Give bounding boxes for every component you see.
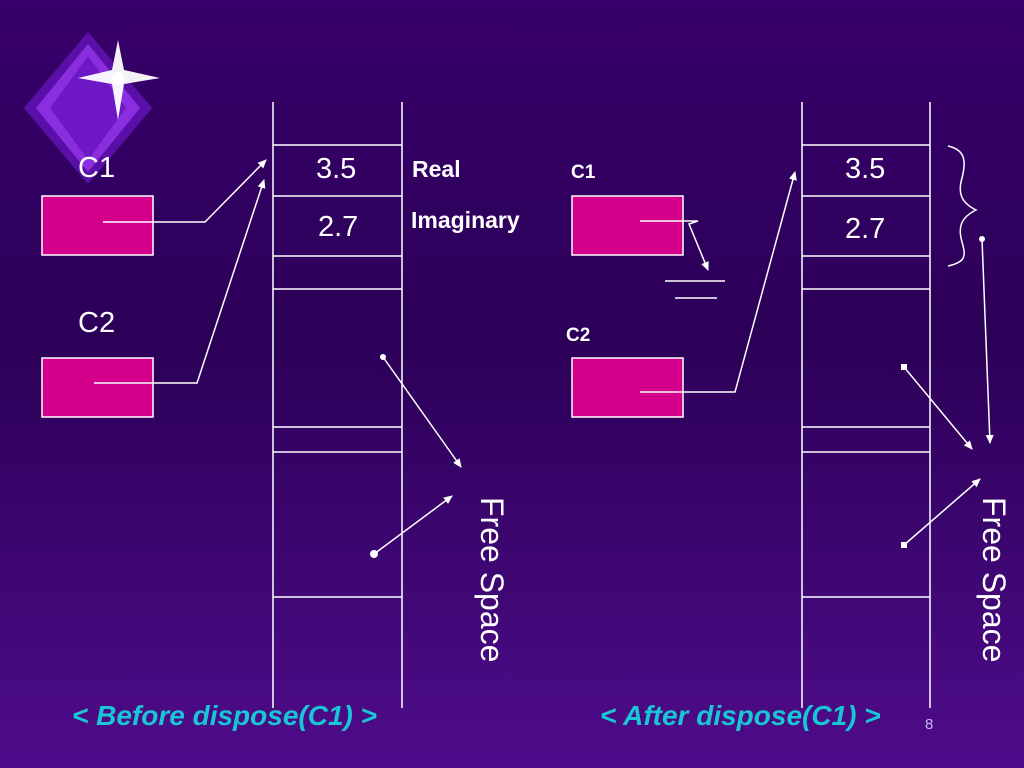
imaginary-field-label: Imaginary xyxy=(411,207,520,233)
free-space-label-before: Free Space xyxy=(474,497,510,663)
free-space-arrow-after-bottom xyxy=(903,478,981,546)
c2-label-after: C2 xyxy=(566,325,591,346)
free-space-label-after: Free Space xyxy=(976,497,1012,663)
freed-block-brace xyxy=(947,145,978,267)
freed-space-arrow-after xyxy=(981,238,994,444)
after-dispose-caption: < After dispose(C1) > xyxy=(600,700,881,731)
c2-pointer-box-after xyxy=(571,357,684,418)
imaginary-value-before: 2.7 xyxy=(318,211,359,243)
memory-column-before xyxy=(272,102,403,708)
c1-null-pointer-after xyxy=(640,220,709,271)
diamond-star-logo-icon xyxy=(24,32,160,184)
c2-pointer-arrow-before xyxy=(94,179,266,384)
c2-pointer-arrow-after xyxy=(640,171,797,393)
real-value-before: 3.5 xyxy=(316,153,357,185)
free-space-arrow-before-bottom xyxy=(373,495,453,555)
real-field-label: Real xyxy=(412,156,461,182)
free-space-arrow-before-top xyxy=(382,356,462,468)
c2-pointer-box-before xyxy=(41,357,154,418)
c1-label-before: C1 xyxy=(78,152,116,184)
c1-pointer-box-after xyxy=(571,195,684,256)
c2-label-before: C2 xyxy=(78,307,116,339)
memory-column-after xyxy=(801,102,931,708)
imaginary-value-after: 2.7 xyxy=(845,213,886,245)
free-space-arrow-after-top xyxy=(903,366,973,450)
c1-pointer-box-before xyxy=(41,195,154,256)
before-dispose-caption: < Before dispose(C1) > xyxy=(72,700,377,731)
page-number: 8 xyxy=(925,716,934,733)
c1-label-after: C1 xyxy=(571,162,596,183)
real-value-after: 3.5 xyxy=(845,153,886,185)
c1-pointer-arrow-before xyxy=(103,159,267,223)
